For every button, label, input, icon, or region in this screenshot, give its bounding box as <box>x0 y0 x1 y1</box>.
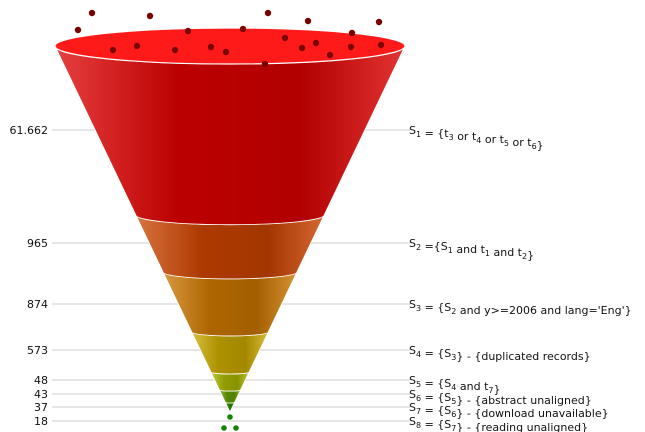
drop-dot <box>233 425 239 431</box>
stage-definition-s1: S1 = {t3 or t4 or t5 or t6} <box>409 124 544 152</box>
stage-value: 18 <box>34 415 48 428</box>
stage-value: 43 <box>34 388 48 401</box>
particle-dot <box>298 44 306 52</box>
particle-dot <box>261 60 269 68</box>
drop-dot <box>227 414 233 420</box>
stage-value: 48 <box>34 374 48 387</box>
stage-definition-s5: S5 = {S4 and t7} <box>409 374 500 396</box>
particle-dot <box>264 9 272 17</box>
stage-value: 573 <box>27 344 48 357</box>
funnel-segment-s1 <box>54 45 406 226</box>
stage-definitions: S1 = {t3 or t4 or t5 or t6} S2 ={S1 and t… <box>409 124 632 432</box>
funnel-segment-s3 <box>162 271 298 337</box>
particle-dot <box>375 18 383 26</box>
stage-definition-s8: S8 = {S7} - {reading unaligned} <box>409 415 588 432</box>
particle-dot <box>222 48 230 56</box>
stage-definition-s6: S6 = {S5} - {abstract unaligned} <box>409 388 592 407</box>
stage-value: 874 <box>27 298 48 311</box>
particle-dot <box>312 39 320 47</box>
particle-dot <box>146 12 154 20</box>
particle-dot <box>74 26 82 34</box>
drop-dot <box>221 425 227 431</box>
stage-definition-s4: S4 = {S3} - {duplicated records} <box>409 344 591 363</box>
funnel-top-opening <box>54 27 406 65</box>
funnel-segment-s5 <box>210 371 250 392</box>
stage-definition-s2: S2 ={S1 and t1 and t2} <box>409 237 534 262</box>
particle-dot <box>377 41 385 49</box>
particle-dots <box>74 9 385 431</box>
stage-value: 37 <box>34 401 48 414</box>
particle-dot <box>326 51 334 59</box>
funnel-segment-s4 <box>191 331 269 375</box>
particle-dot <box>239 25 247 33</box>
particle-dot <box>348 29 356 37</box>
stage-value: 965 <box>27 237 48 250</box>
funnel-segment-s6 <box>219 389 241 404</box>
particle-dot <box>347 43 355 51</box>
particle-dot <box>304 17 312 25</box>
particle-dot <box>207 43 215 51</box>
particle-dot <box>88 9 96 17</box>
stage-value: 61.662 <box>10 124 49 137</box>
particle-dot <box>133 42 141 50</box>
particle-dot <box>171 46 179 54</box>
stage-definition-s3: S3 = {S2 and y>=2006 and lang='Eng'} <box>409 298 632 317</box>
particle-dot <box>281 34 289 42</box>
particle-dot <box>184 27 192 35</box>
particle-dot <box>109 46 117 54</box>
stage-definition-s7: S7 = {S6} - {download unavailable} <box>409 401 609 420</box>
funnel-segments <box>54 27 406 413</box>
